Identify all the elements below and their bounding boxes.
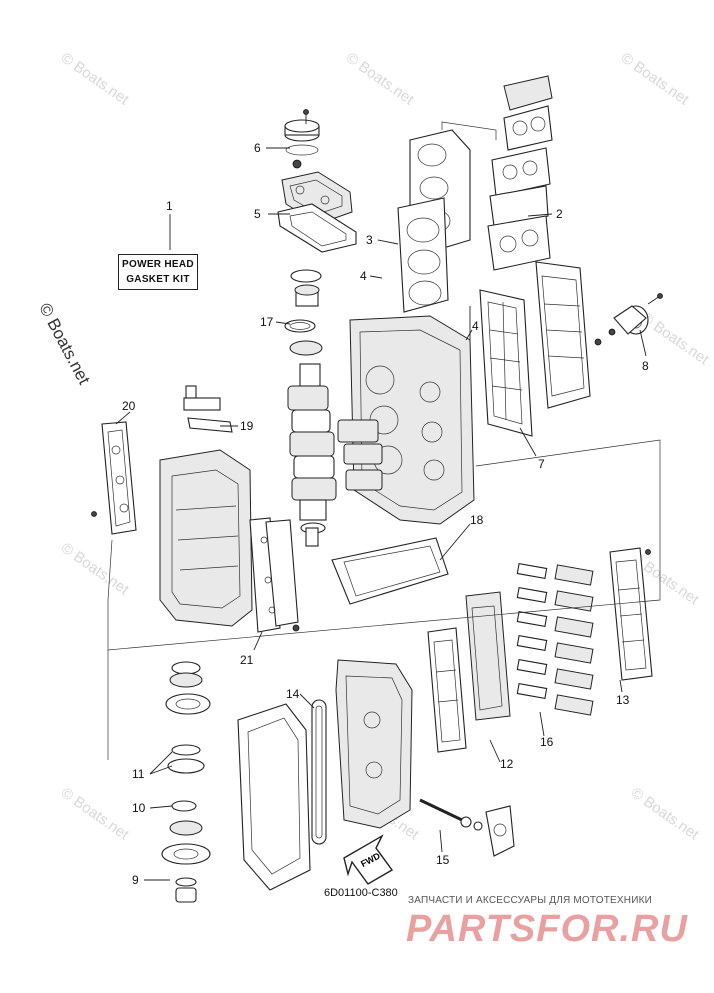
exhaust-cover <box>237 703 311 891</box>
callout-8: 8 <box>642 359 649 373</box>
item-19-intake-parts <box>183 385 233 433</box>
item-14-oring <box>311 699 327 845</box>
callouts: 1 2 3 4 4 5 6 7 8 9 10 11 12 13 14 15 16… <box>122 141 649 887</box>
callout-10: 10 <box>132 801 146 815</box>
callout-14: 14 <box>286 687 300 701</box>
leader-lines <box>115 147 647 881</box>
watermark: © Boats.net <box>58 784 133 843</box>
item-13-gasket <box>609 547 653 681</box>
gasket-kit-line-1: POWER HEAD <box>122 259 194 270</box>
watermark: © Boats.net <box>618 49 693 108</box>
callout-3: 3 <box>366 233 373 247</box>
fwd-arrow: FWD <box>343 834 394 885</box>
watermark: © Boats.net <box>638 309 713 368</box>
callout-5: 5 <box>254 207 261 221</box>
lower-housing <box>335 659 413 829</box>
callout-6: 6 <box>254 141 261 155</box>
gasket-kit-label: POWER HEAD GASKET KIT <box>118 254 198 290</box>
callout-4: 4 <box>360 269 367 283</box>
item-2-covers <box>487 75 553 271</box>
callout-17: 17 <box>260 315 274 329</box>
gasket-kit-line-2: GASKET KIT <box>126 274 190 285</box>
callout-11: 11 <box>132 767 145 781</box>
item-15-shaft <box>419 798 515 857</box>
shop-logo-text: PARTSFOR.RU <box>406 908 688 949</box>
item-18-base-gasket <box>331 537 449 605</box>
shop-logo: PARTSFOR.RU <box>406 908 688 949</box>
seal-stack <box>161 661 211 903</box>
item-8-elbow <box>594 293 663 346</box>
item-20-gasket-strip <box>91 421 137 535</box>
watermark: © Boats.net <box>343 49 418 108</box>
callout-18: 18 <box>470 513 484 527</box>
group-frames <box>107 439 661 760</box>
callout-4: 4 <box>472 319 479 333</box>
callout-2: 2 <box>556 207 563 221</box>
callout-1: 1 <box>166 199 173 213</box>
watermark: © Boats.net <box>58 49 133 108</box>
callout-15: 15 <box>436 853 450 867</box>
item-21-gasket <box>249 517 300 633</box>
watermark: © Boats.net <box>58 539 133 598</box>
callout-20: 20 <box>122 399 136 413</box>
callout-21: 21 <box>240 653 254 667</box>
callout-7: 7 <box>538 457 545 471</box>
callout-9: 9 <box>132 873 139 887</box>
watermark: © Boats.net <box>628 784 703 843</box>
callout-16: 16 <box>540 735 554 749</box>
item-3-cylinder-head <box>397 121 497 313</box>
item-5-housing <box>277 159 357 253</box>
callout-12: 12 <box>500 757 514 771</box>
callout-13: 13 <box>616 693 630 707</box>
item-7-exhaust-cover <box>479 261 591 437</box>
crankshaft <box>284 269 383 547</box>
callout-19: 19 <box>240 419 254 433</box>
item-6-cover <box>284 109 320 156</box>
intake-manifold <box>159 449 253 627</box>
item-16-reed-valves <box>516 563 594 716</box>
shop-tagline: ЗАПЧАСТИ И АКСЕССУАРЫ ДЛЯ МОТОТЕХНИКИ <box>408 895 653 906</box>
item-12-plates <box>427 591 511 753</box>
diagram-code: 6D01100-C380 <box>324 887 398 899</box>
